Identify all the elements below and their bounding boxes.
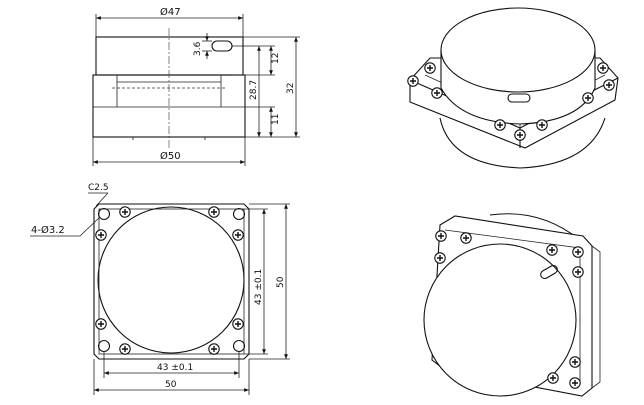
- dim-flange-height: 11: [271, 114, 281, 125]
- dim-width-horizontal: 50: [165, 380, 177, 390]
- dim-hole-pitch-horizontal: 43 ±0.1: [157, 363, 193, 373]
- dim-chamfer: C2.5: [88, 183, 109, 193]
- plan-view: C2.5 4-Ø3.2 43 ±0.1 50 43 ±0.1 50: [30, 183, 290, 395]
- isometric-bottom-view: [423, 213, 601, 397]
- dim-body-height: 28.7: [249, 80, 259, 100]
- dim-top-diameter: Ø47: [160, 6, 181, 18]
- dim-overall-height: 32: [286, 83, 296, 94]
- dim-hole-pitch-vertical: 43 ±0.1: [254, 269, 264, 305]
- dim-upper-height: 12: [271, 53, 281, 64]
- dim-slot-offset: 3.6: [193, 41, 203, 56]
- dim-base-diameter: Ø50: [160, 150, 181, 162]
- isometric-top-view: [407, 7, 619, 169]
- front-view: Ø47 Ø50 3.6 12 28.7 11 32: [92, 6, 300, 166]
- dim-width-vertical: 50: [276, 276, 286, 288]
- dim-holes: 4-Ø3.2: [31, 224, 65, 236]
